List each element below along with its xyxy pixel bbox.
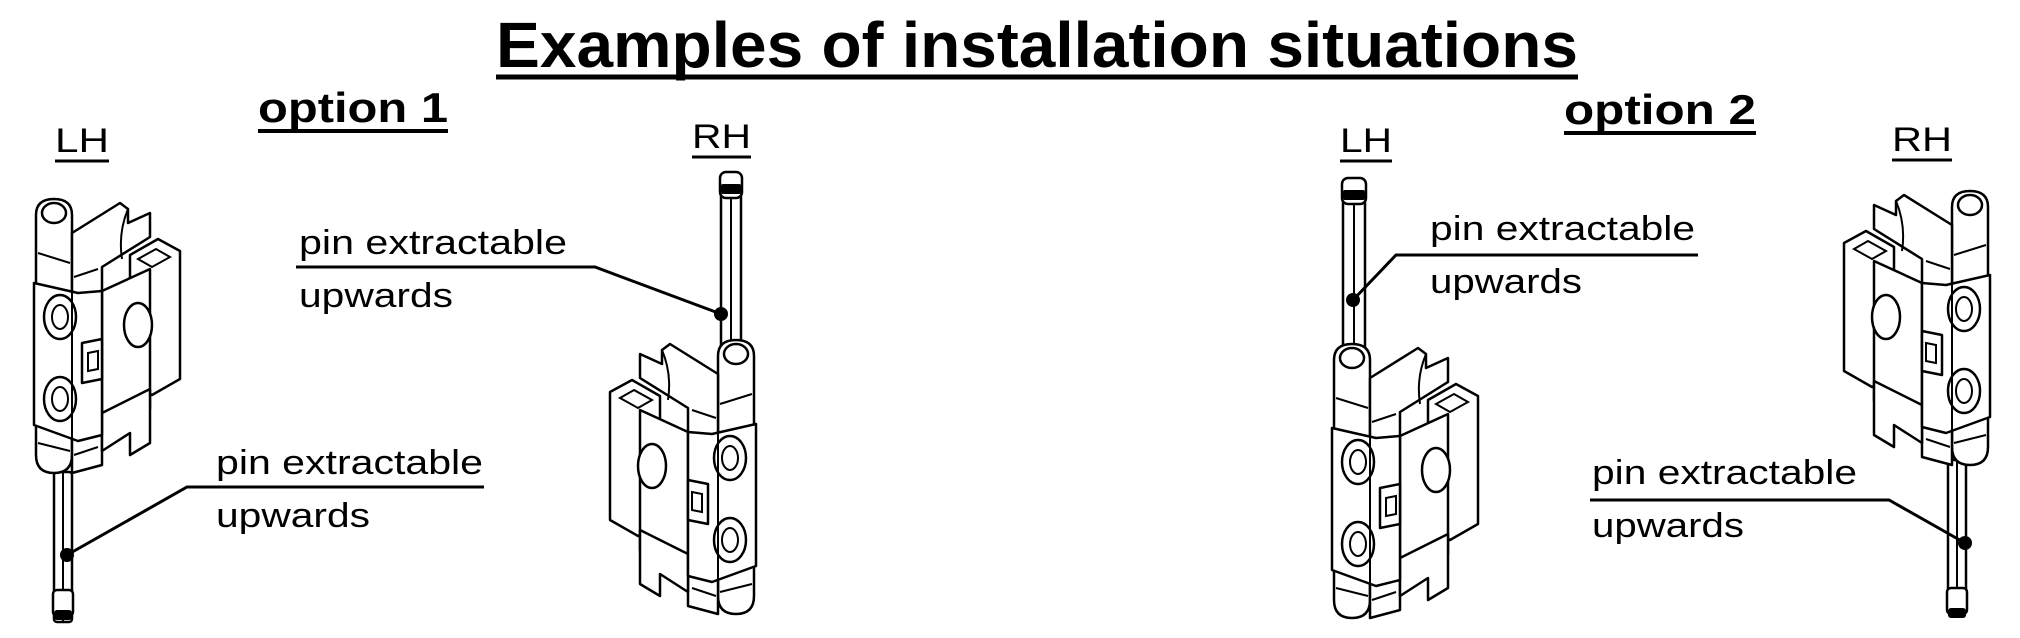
page-title: Examples of installation situations [496,9,1578,81]
callout-line2: upwards [216,497,370,535]
leader-line [66,485,484,557]
option-1-rh-label: RH [692,118,751,156]
option-1-rh-callout: pin extractable upwards [296,224,728,321]
callout-line1: pin extractable [216,444,483,482]
option-2-rh-hinge-drawing [1842,189,1992,618]
option-1-group: option 1 LH RH pin ex [32,84,758,624]
leader-line [1351,253,1698,302]
option-2-rh-callout: pin extractable upwards [1590,454,1972,550]
callout-line1: pin extractable [299,224,567,262]
option-1-heading: option 1 [258,84,448,131]
leader-line [296,265,722,316]
leader-dot [1346,293,1360,307]
leader-dot [60,548,74,562]
callout-line2: upwards [299,277,453,315]
option-1-lh-hinge-drawing [32,197,182,624]
option-2-group: option 2 LH RH pin ex [1330,86,1992,620]
option-2-rh-label: RH [1892,121,1952,159]
option-2-lh-callout: pin extractable upwards [1346,210,1698,307]
option-1-lh-callout: pin extractable upwards [60,444,484,562]
option-2-lh-hinge-drawing [1330,176,1480,620]
callout-line2: upwards [1430,263,1582,301]
callout-line1: pin extractable [1592,454,1857,492]
callout-line2: upwards [1592,507,1744,545]
leader-dot [714,307,728,321]
leader-dot [1958,536,1972,550]
callout-line1: pin extractable [1430,210,1695,248]
option-1-lh-label: LH [55,122,109,160]
option-2-lh-label: LH [1340,122,1392,160]
option-1-rh-hinge-drawing [608,170,758,616]
leader-line [1590,498,1966,545]
option-2-heading: option 2 [1564,86,1756,133]
